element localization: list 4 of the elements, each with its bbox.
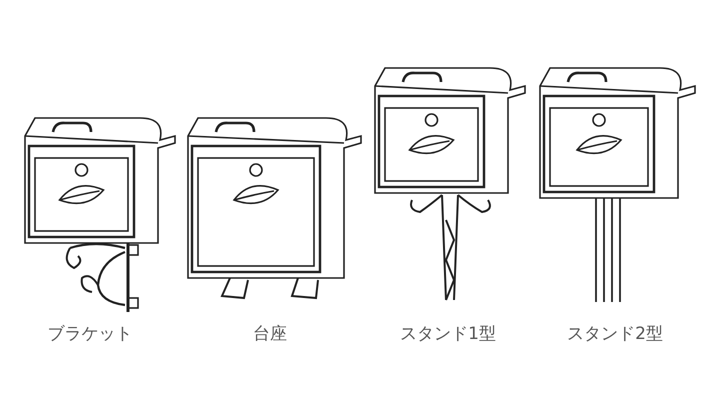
caption: スタンド2型 [567, 323, 663, 345]
caption: スタンド1型 [400, 323, 496, 345]
caption: 台座 [253, 323, 287, 345]
caption: ブラケット [48, 323, 132, 345]
